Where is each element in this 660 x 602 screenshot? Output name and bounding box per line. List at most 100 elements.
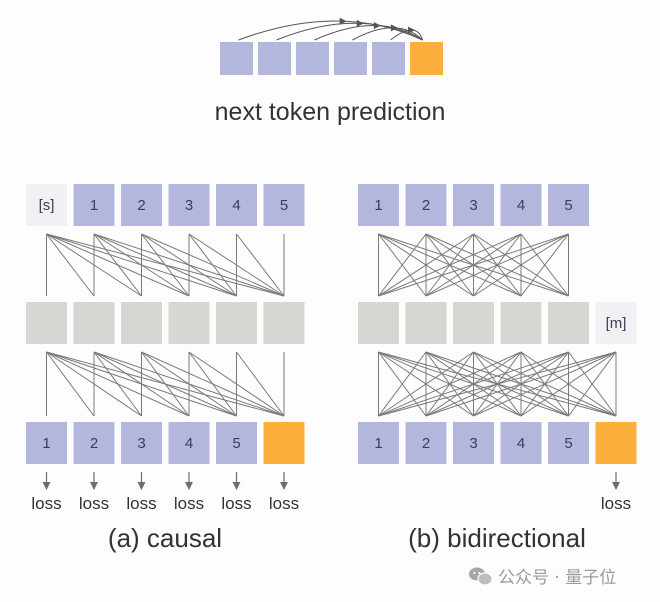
output-token: 3	[453, 422, 494, 464]
attention-edge	[46, 233, 95, 297]
hidden-state	[168, 302, 210, 344]
dependency-arc	[314, 25, 423, 41]
attention-edge	[378, 351, 522, 417]
hidden-state-rect	[500, 302, 542, 344]
loss-label: loss	[221, 494, 251, 513]
output-token-label: 3	[469, 435, 477, 452]
output-token-label: 1	[374, 435, 382, 452]
attention-edge	[378, 351, 569, 417]
bidirectional-caption: (b) bidirectional	[408, 523, 586, 553]
input-token: 4	[216, 184, 257, 226]
target-output-rect	[263, 422, 305, 464]
output-token: 3	[121, 422, 162, 464]
attention-edge	[378, 351, 427, 417]
target-output-rect	[595, 422, 637, 464]
attention-edge	[93, 351, 142, 417]
input-token-rect	[453, 184, 494, 226]
attention-edge	[236, 233, 285, 297]
output-token-rect	[216, 422, 257, 464]
attention-edge	[378, 233, 474, 297]
input-token-rect	[548, 184, 589, 226]
arc-arrowhead-icon	[339, 17, 347, 25]
hidden-state-rect	[73, 302, 115, 344]
input-token-label: 4	[517, 197, 525, 214]
target-token	[410, 42, 443, 75]
output-token-label: 1	[42, 435, 50, 452]
output-token-label: 5	[232, 435, 240, 452]
target-output	[595, 422, 637, 464]
hidden-state	[405, 302, 447, 344]
attention-edge	[141, 233, 190, 297]
loss-label: loss	[31, 494, 61, 513]
attention-edge	[473, 351, 617, 417]
output-token-label: 4	[517, 435, 525, 452]
input-token-rect	[358, 184, 399, 226]
hidden-state-rect	[26, 302, 67, 344]
output-token-rect	[121, 422, 162, 464]
output-token: 5	[548, 422, 589, 464]
hidden-state-rect	[216, 302, 257, 344]
attention-edge	[378, 233, 569, 297]
output-token: 2	[405, 422, 447, 464]
bidirectional-attention-edges	[378, 233, 617, 417]
input-token: 3	[168, 184, 210, 226]
hidden-state	[263, 302, 305, 344]
attention-edge	[46, 351, 95, 417]
output-token-rect	[548, 422, 589, 464]
input-token: 2	[121, 184, 162, 226]
input-token-label: 4	[232, 197, 240, 214]
start-token: [s]	[26, 184, 67, 226]
output-token: 2	[73, 422, 115, 464]
output-token-rect	[358, 422, 399, 464]
next-token-sequence	[220, 42, 443, 75]
hidden-state	[73, 302, 115, 344]
loss-label: loss	[79, 494, 109, 513]
attention-edge	[188, 351, 237, 417]
attention-edge	[425, 233, 569, 297]
hidden-state-rect	[358, 302, 399, 344]
start-token-label: [s]	[39, 197, 55, 214]
context-token-rect	[334, 42, 367, 75]
input-token-rect	[73, 184, 115, 226]
output-token-label: 4	[185, 435, 193, 452]
attention-edge	[378, 351, 474, 417]
output-token: 5	[216, 422, 257, 464]
input-token-rect	[216, 184, 257, 226]
output-token-rect	[453, 422, 494, 464]
input-token-label: 2	[422, 197, 430, 214]
loss-label: loss	[269, 494, 299, 513]
next-token-arcs	[238, 17, 423, 41]
context-token-rect	[258, 42, 291, 75]
input-token-rect	[168, 184, 210, 226]
attention-edge	[520, 233, 569, 297]
mask-token-rect	[595, 302, 637, 344]
hidden-state-rect	[453, 302, 494, 344]
output-token-rect	[168, 422, 210, 464]
target-token-rect	[410, 42, 443, 75]
arc-arrowhead-icon	[373, 22, 381, 30]
output-token: 1	[26, 422, 67, 464]
attention-edge	[93, 233, 142, 297]
output-token-rect	[73, 422, 115, 464]
hidden-state	[500, 302, 542, 344]
wechat-icon	[469, 567, 493, 586]
input-token-rect	[405, 184, 447, 226]
attention-edge	[568, 351, 617, 417]
attention-edge	[425, 351, 617, 417]
loss-label: loss	[126, 494, 156, 513]
attention-edge	[188, 233, 237, 297]
loss-label: loss	[601, 494, 631, 513]
output-token: 1	[358, 422, 399, 464]
hidden-state	[26, 302, 67, 344]
output-token: 4	[168, 422, 210, 464]
input-token-label: 5	[564, 197, 572, 214]
output-token-rect	[26, 422, 67, 464]
mask-token: [m]	[595, 302, 637, 344]
context-token-rect	[372, 42, 405, 75]
input-token-label: 1	[374, 197, 382, 214]
output-token-label: 5	[564, 435, 572, 452]
output-token-rect	[500, 422, 542, 464]
